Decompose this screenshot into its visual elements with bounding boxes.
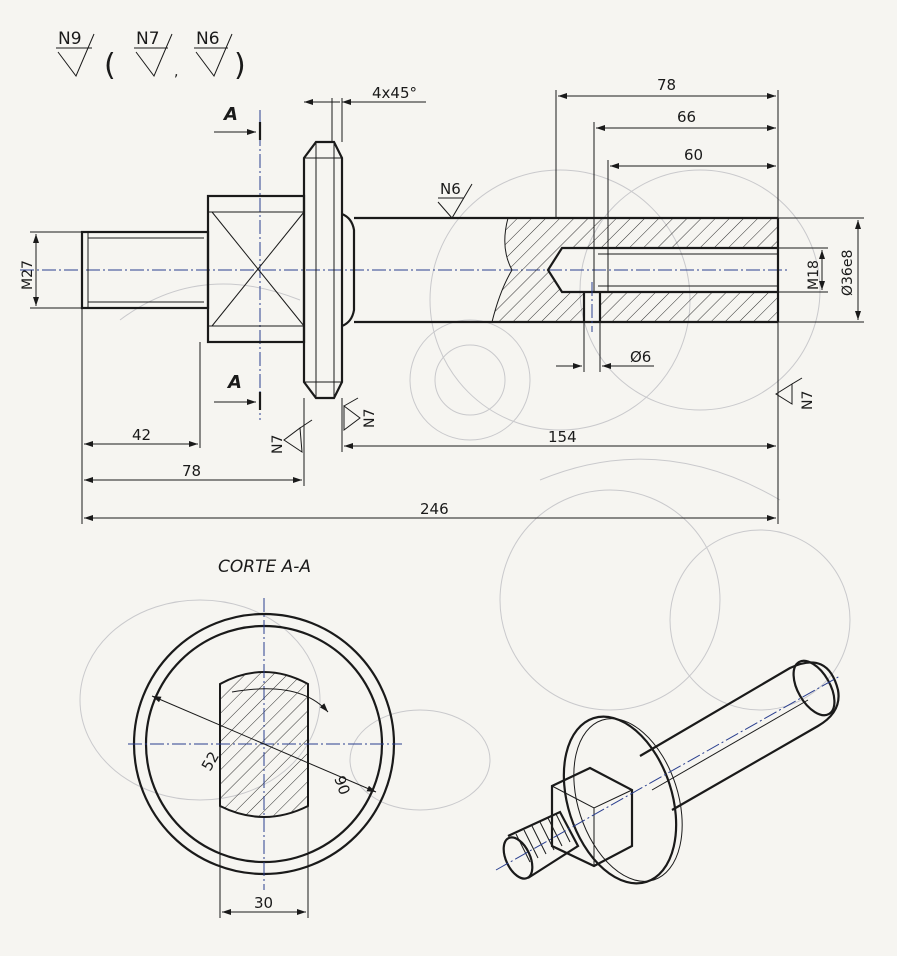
finish-flange-right: N7 [362, 409, 378, 428]
finish-general-label: N9 [58, 29, 82, 49]
dim-m27: M27 [20, 260, 36, 290]
finish-end-face: N7 [800, 391, 816, 410]
square-section [206, 194, 306, 344]
finish-shaft-body: N6 [440, 180, 461, 198]
dim-78-top: 78 [657, 76, 676, 94]
dim-m18: M18 [806, 260, 822, 290]
dim-42: 42 [132, 426, 151, 444]
dimensions: 4x45° 78 66 60 M27 M18 Ø36e8 Ø6 [20, 76, 864, 524]
threaded-end [80, 230, 210, 310]
iso-shaft [639, 661, 840, 811]
dim-154: 154 [548, 428, 577, 446]
surface-finish-header: N9 ( N7 , N6 ) [56, 29, 246, 83]
dim-78-bottom: 78 [182, 462, 201, 480]
dim-90: 90 [330, 773, 353, 797]
section-markers: A A [214, 104, 256, 405]
paren-open: ( [104, 48, 116, 83]
svg-text:,: , [174, 64, 178, 80]
iso-thread [507, 810, 580, 879]
section-view: CORTE A-A 52 90 30 [128, 557, 402, 918]
finish-flange-left: N7 [270, 435, 286, 454]
section-title: CORTE A-A [218, 557, 311, 577]
broken-section-hatch [492, 218, 778, 322]
isometric-view [495, 659, 841, 885]
finish-bracket-2-label: N6 [196, 29, 220, 49]
internal-bore [546, 246, 778, 294]
shaft-elevation [20, 110, 790, 420]
dim-shaft-diameter: Ø36e8 [840, 250, 856, 296]
background-ghost-drawing [79, 169, 851, 811]
paren-close: ) [234, 48, 246, 83]
finish-bracket-1-label: N7 [136, 29, 160, 49]
chamfer-dim: 4x45° [372, 84, 417, 102]
section-mark-top: A [222, 104, 238, 125]
dim-246: 246 [420, 500, 449, 518]
surface-finish-symbols: N6 N7 N7 N7 [270, 180, 816, 454]
dim-60: 60 [684, 146, 703, 164]
dim-pin-hole: Ø6 [630, 348, 651, 366]
dim-30: 30 [254, 894, 273, 912]
dim-66: 66 [677, 108, 696, 126]
section-mark-bottom: A [226, 372, 242, 393]
